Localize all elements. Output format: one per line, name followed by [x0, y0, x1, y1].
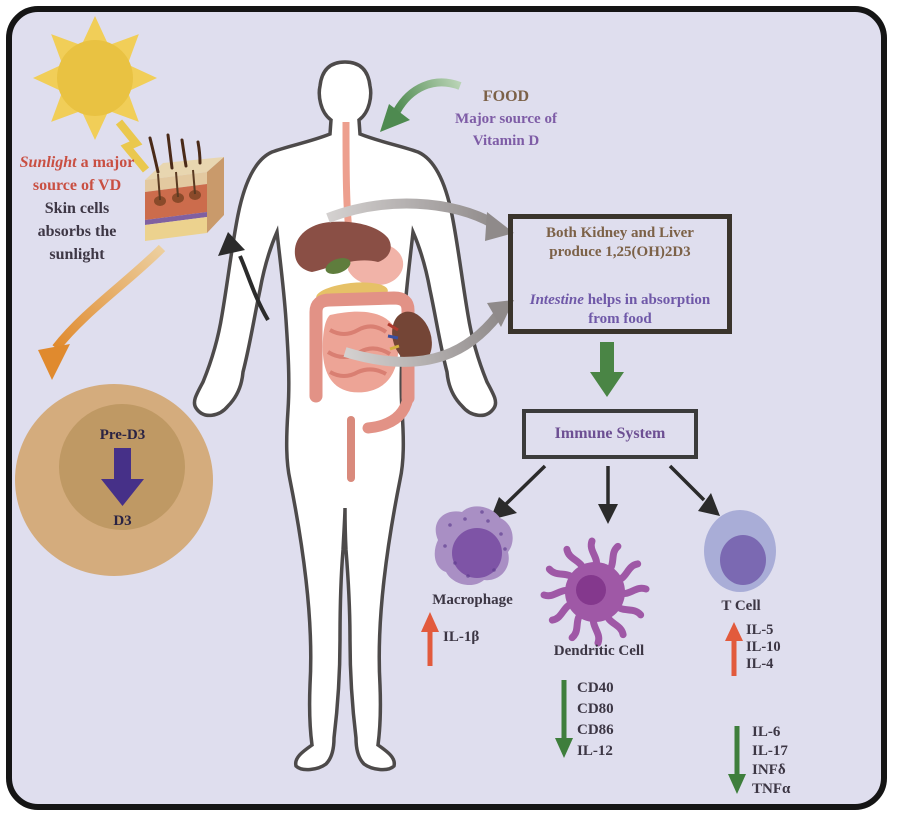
macrophage-label: Macrophage	[432, 592, 513, 608]
pre-d3-label: Pre-D3	[99, 427, 146, 443]
cytokine-label: IL-10	[746, 639, 781, 655]
marker-label: CD40	[577, 680, 614, 696]
human-body-illustration	[192, 60, 498, 772]
black-arrow-body-to-skin	[218, 232, 270, 322]
cytokine-label: IL-17	[752, 743, 788, 759]
t-cell-illustration	[704, 510, 776, 592]
macrophage-cell-illustration	[434, 506, 513, 586]
cytokine-label: IL-6	[752, 724, 781, 740]
skin-patch-illustration	[145, 133, 224, 241]
t-cell-label: T Cell	[721, 598, 761, 614]
t-cell-up-cytokine-list: IL-5 IL-10 IL-4	[746, 622, 781, 673]
orange-arrow-skin-to-d3	[38, 244, 166, 380]
t-cell-down-cytokine-list: IL-6 IL-17 INFδ TNFα	[752, 723, 790, 799]
cytokine-label: IL-4	[746, 656, 774, 672]
cytokine-label: INFδ	[752, 762, 786, 778]
pre-d3-circle-illustration	[15, 384, 213, 576]
lightning-bolt-icon	[115, 119, 150, 173]
dendritic-cell-illustration	[540, 537, 650, 647]
marker-label: CD86	[577, 722, 614, 738]
purple-down-arrow	[101, 448, 144, 506]
immune-system-label: Immune System	[554, 425, 666, 442]
marker-label: IL-12	[577, 743, 613, 759]
green-down-arrow-tcell	[728, 726, 746, 794]
sun-icon	[33, 16, 157, 140]
gray-arrow-intestine-to-box	[343, 300, 514, 367]
red-up-arrow-macrophage	[421, 612, 439, 666]
dendritic-marker-list: CD40 CD80 CD86 IL-12	[577, 678, 614, 762]
macrophage-cytokine-list: IL-1β	[443, 628, 479, 646]
immune-system-box: Immune System	[522, 409, 698, 459]
cytokine-label: IL-1β	[443, 629, 480, 645]
green-block-arrow	[590, 342, 624, 397]
food-title: FOOD	[482, 88, 530, 105]
gray-arrow-liver-to-box	[326, 198, 514, 241]
green-arrow-food-to-body	[380, 78, 462, 132]
cytokine-label: TNFα	[752, 781, 791, 797]
organs-illustration	[294, 121, 432, 482]
green-down-arrow-dendritic	[555, 680, 573, 758]
cytokine-label: IL-5	[746, 622, 774, 638]
immune-branch-arrows	[490, 464, 720, 524]
d3-label: D3	[113, 513, 132, 529]
red-up-arrow-tcell	[725, 622, 743, 676]
marker-label: CD80	[577, 701, 614, 717]
dendritic-cell-label: Dendritic Cell	[553, 643, 645, 659]
